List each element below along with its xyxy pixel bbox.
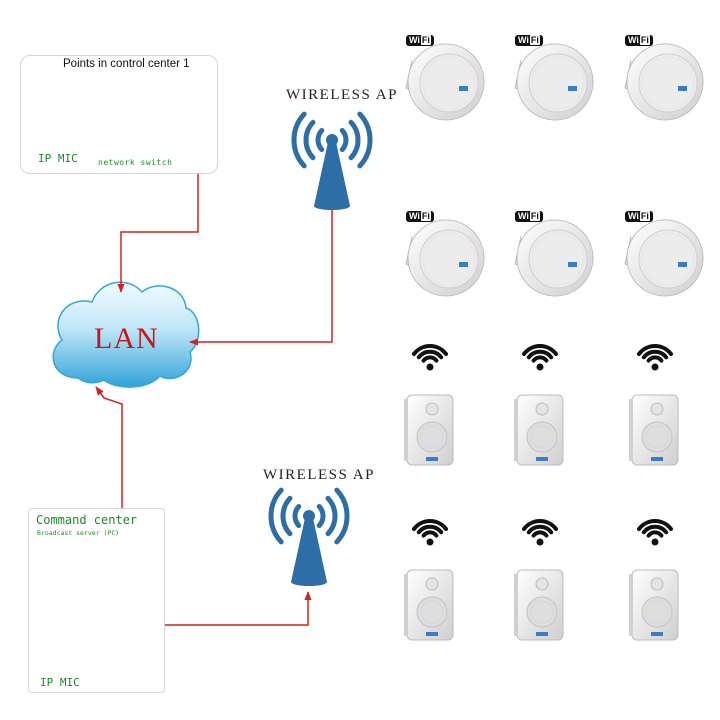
wall-speaker [514, 344, 564, 466]
wifi-signal-icon [416, 524, 444, 535]
ip-mic-label-command: IP MIC [40, 676, 80, 689]
ap-signal-arc [348, 119, 361, 161]
wifi-signal-icon [416, 349, 444, 360]
ceiling-speaker [405, 219, 485, 297]
ceiling-speaker [624, 219, 704, 297]
ceiling-speaker-grid [405, 43, 704, 297]
ceiling-speaker [514, 219, 594, 297]
wifi-signal-icon [522, 519, 558, 531]
ceiling-speaker [405, 43, 485, 121]
wifi-signal-icon [637, 519, 673, 531]
lan-label: LAN [94, 322, 159, 355]
ap-signal-arc [268, 487, 284, 545]
link-lan-command-switch [95, 386, 126, 561]
command-center-box [28, 508, 165, 693]
ap-signal-arc [325, 495, 338, 537]
ap-signal-arc [357, 111, 373, 169]
control-point-box [20, 55, 218, 174]
wifi-signal-icon [646, 355, 664, 363]
wireless-ap-label-top: WIRELESS AP [286, 87, 398, 103]
control-point-title: Points in control center 1 [63, 58, 190, 70]
ap-signal-arc [316, 503, 326, 529]
ap-signal-arc [315, 127, 325, 153]
wifi-signal-icon [641, 524, 669, 535]
link-lan-ap-top [189, 194, 336, 346]
broadcast-server-label: Broadcast server (PC) [37, 529, 120, 537]
wifi-signal-icon [641, 349, 669, 360]
wifi-signal-icon [531, 355, 549, 363]
ap-antenna [303, 510, 315, 522]
wall-speaker [629, 519, 679, 641]
ip-mic-label-top: IP MIC [38, 152, 78, 165]
wireless-ap-bottom [268, 487, 350, 586]
wall-speaker-grid [404, 344, 679, 641]
wifi-signal-icon [522, 344, 558, 356]
wifi-signal-icon [421, 530, 439, 538]
ap-signal-arc [339, 127, 349, 153]
wall-speaker [629, 344, 679, 466]
ap-mast [291, 518, 327, 582]
wall-speaker [514, 519, 564, 641]
command-center-title: Command center [36, 513, 138, 527]
ap-antenna [326, 134, 338, 146]
ap-signal-arc [334, 487, 350, 545]
wifi-signal-icon [412, 344, 448, 356]
ap-signal-arc [303, 119, 316, 161]
wifi-signal-icon [421, 355, 439, 363]
ap-signal-arc [292, 503, 302, 529]
wall-speaker [404, 344, 454, 466]
wifi-signal-icon [646, 530, 664, 538]
wall-speaker [404, 519, 454, 641]
wifi-signal-icon [637, 344, 673, 356]
ap-mast [314, 142, 350, 206]
link-switch-ap-bottom [153, 591, 312, 629]
wifi-signal-icon [526, 524, 554, 535]
ap-signal-arc [280, 495, 293, 537]
ceiling-speaker [624, 43, 704, 121]
wifi-signal-icon [531, 530, 549, 538]
wireless-ap-label-bottom: WIRELESS AP [263, 467, 375, 483]
wifi-signal-icon [412, 519, 448, 531]
wifi-signal-icon [526, 349, 554, 360]
ceiling-speaker [514, 43, 594, 121]
ap-signal-arc [291, 111, 307, 169]
network-switch-label: network switch [98, 158, 173, 167]
wireless-ap-top [291, 111, 373, 210]
